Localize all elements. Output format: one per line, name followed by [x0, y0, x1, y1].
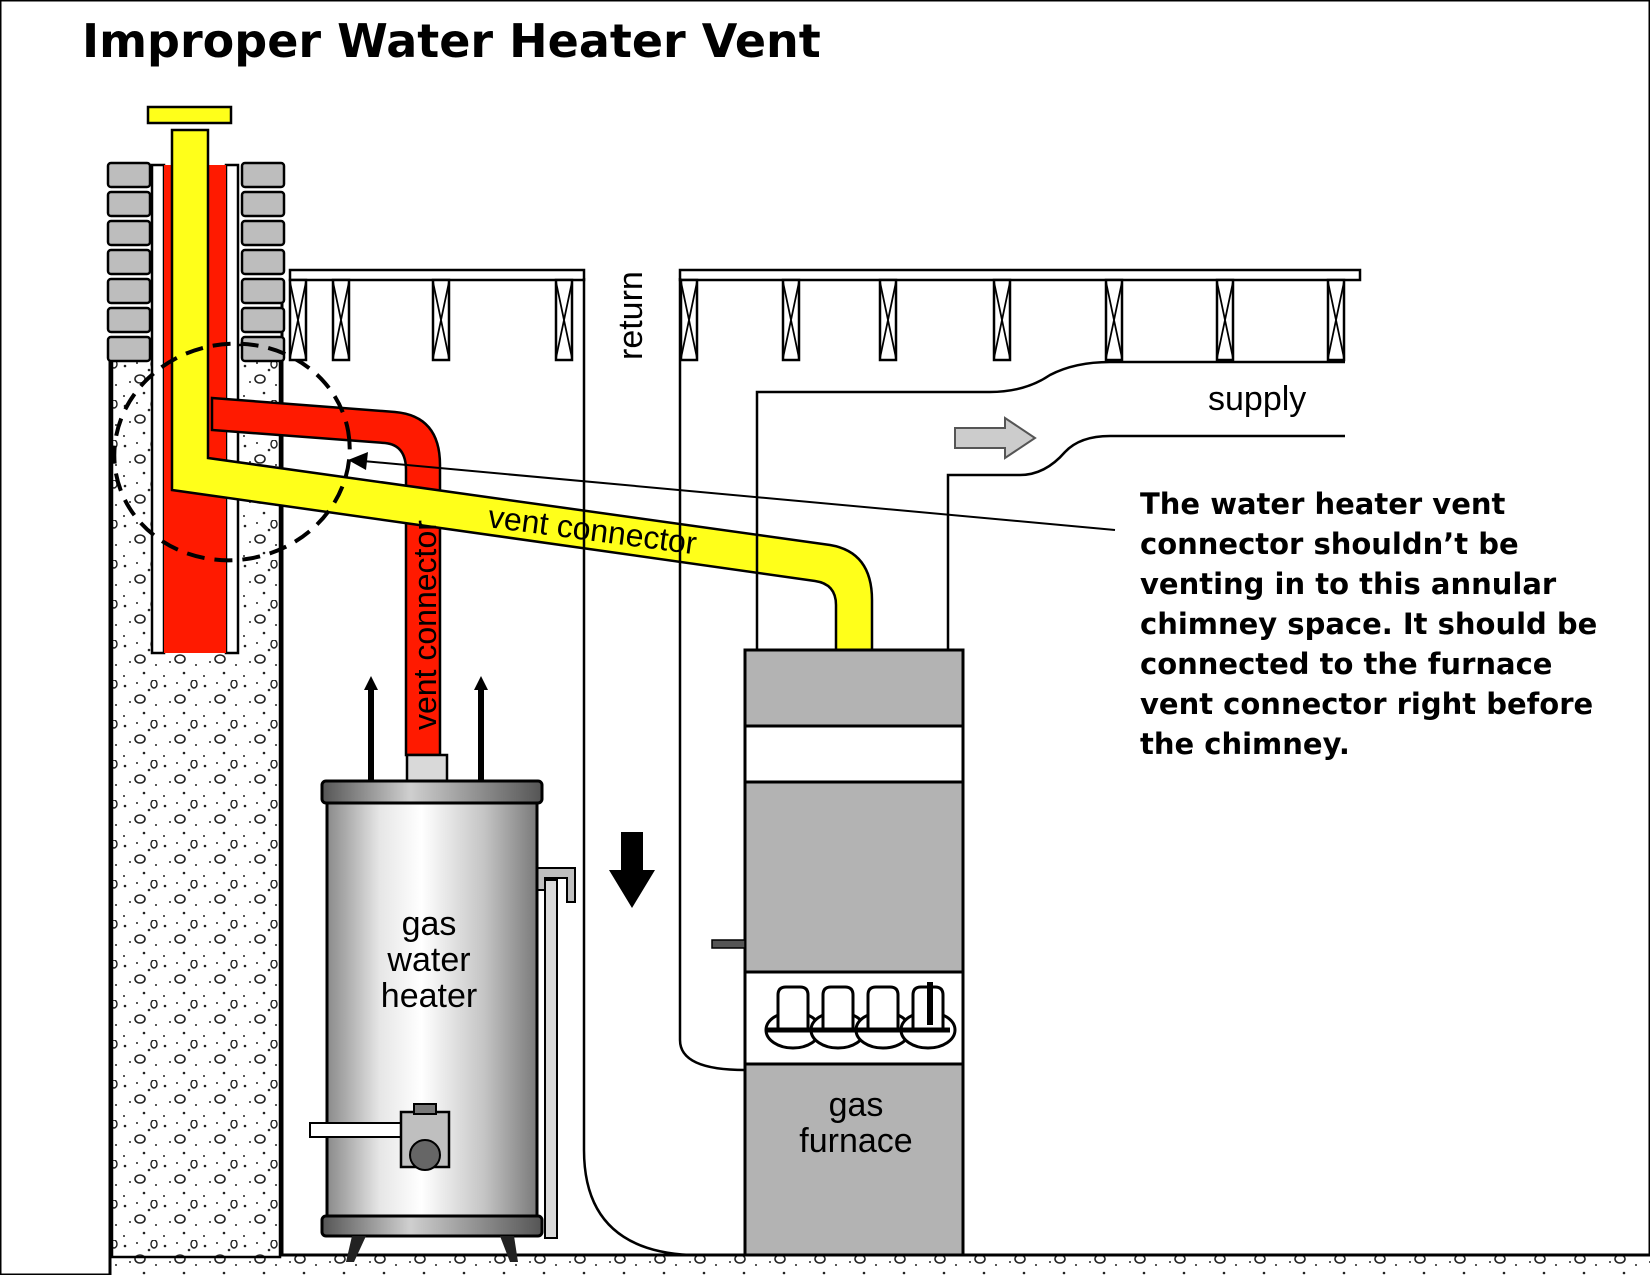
page-title: Improper Water Heater Vent — [82, 14, 821, 68]
burner-tubes-icon — [764, 982, 957, 1050]
annotation-line: the chimney. — [1140, 727, 1350, 761]
water-heater-label-line-1: gas — [402, 905, 457, 943]
yellow-vent-connector-label: vent connector — [486, 498, 699, 561]
annotation-line: vent connector right before — [1140, 687, 1594, 721]
furnace-label-line-1: gas — [829, 1086, 884, 1124]
annotation-text: The water heater vent connector shouldn’… — [1140, 484, 1640, 764]
annotation-leader — [348, 452, 1116, 531]
supply-airflow-arrow-icon — [954, 416, 1037, 460]
floor-slab — [110, 1253, 1650, 1275]
annotation-line: chimney space. It should be — [1140, 607, 1598, 641]
gas-furnace: gas furnace — [711, 648, 965, 1257]
chimney-bricks-left — [106, 161, 152, 363]
ceiling-joists — [288, 268, 1362, 362]
annotation-line: The water heater vent — [1140, 487, 1506, 521]
chimney-cap — [146, 105, 233, 125]
chimney-bricks-right — [240, 161, 286, 363]
water-heater-label-line-3: heater — [381, 977, 477, 1015]
furnace-label-line-2: furnace — [799, 1122, 912, 1160]
water-heater-label-line-2: water — [386, 941, 470, 979]
gas-water-heater: gas water heater — [309, 676, 576, 1262]
problem-highlight-circle — [112, 341, 352, 563]
annotation-line: connected to the furnace — [1140, 647, 1553, 681]
supply-duct — [755, 360, 1345, 650]
return-label: return — [612, 271, 650, 360]
furnace-vent-connector — [170, 128, 874, 652]
return-duct — [582, 278, 746, 1257]
return-airflow-arrow-icon — [609, 832, 655, 908]
red-vent-connector-label: vent connector — [407, 520, 443, 730]
annotation-line: connector shouldn’t be — [1140, 527, 1519, 561]
annotation-line: venting in to this annular — [1140, 567, 1557, 601]
supply-label: supply — [1208, 380, 1306, 418]
